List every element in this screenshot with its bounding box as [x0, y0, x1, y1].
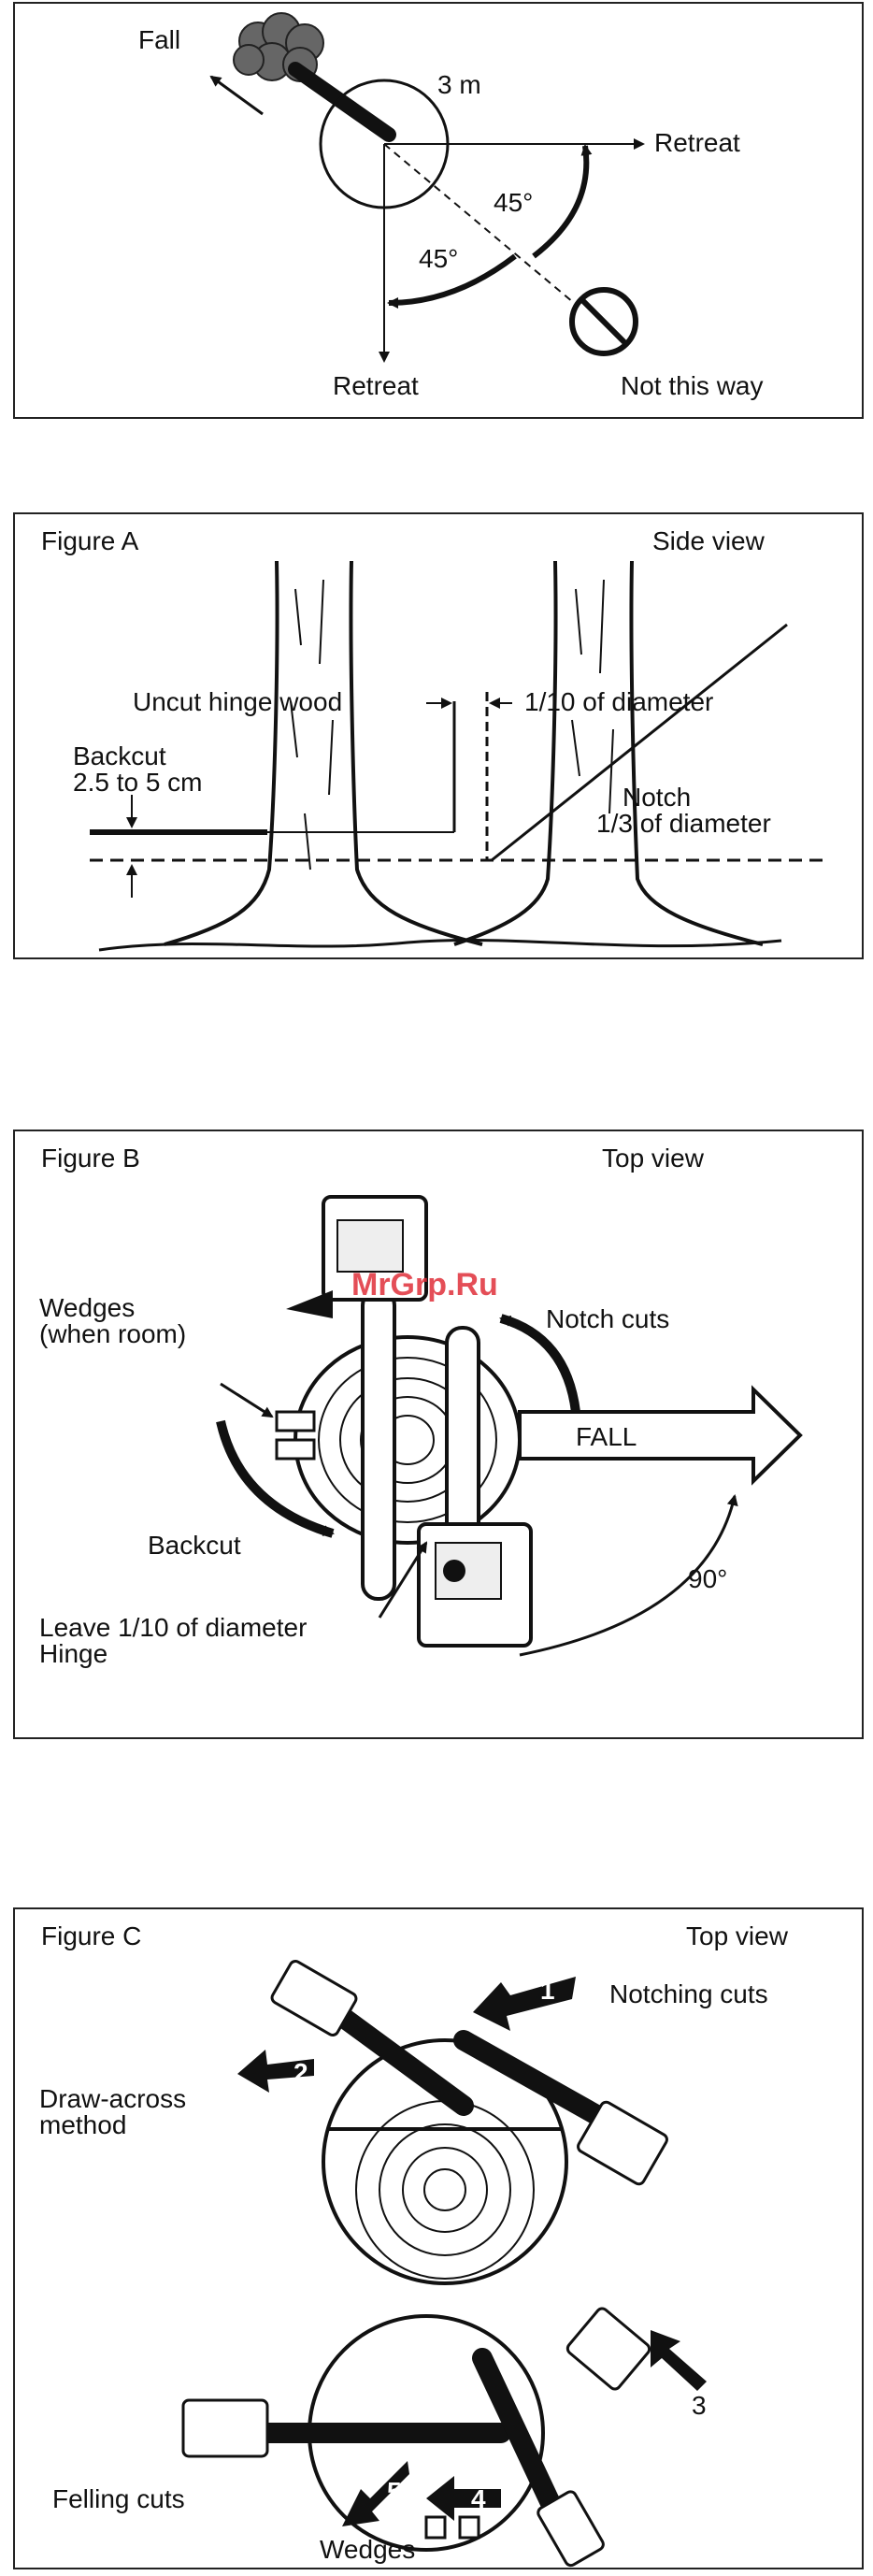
- felling-arrow-5: [342, 2461, 409, 2526]
- angle-lower-label: 45°: [419, 244, 458, 273]
- felling-arrow-4: [426, 2476, 501, 2521]
- wedge-icon-2: [458, 2515, 480, 2540]
- radius-label: 3 m: [437, 70, 481, 99]
- backcut-arc: [216, 1419, 335, 1538]
- fall-label: Fall: [138, 25, 180, 54]
- chainsaw-bar-vertical: [361, 1288, 396, 1601]
- notching-arrow-1: [473, 1977, 576, 2031]
- backcut-range-label: 2.5 to 5 cm: [73, 768, 203, 797]
- not-this-way-label: Not this way: [621, 371, 764, 400]
- fall-arrow: [209, 75, 264, 116]
- figure-a-drawing: Figure A Side view Uncut hinge wood: [41, 526, 828, 952]
- retreat-bottom-label: Retreat: [333, 371, 419, 400]
- cut-number-3: 3: [692, 2391, 707, 2420]
- method-label: method: [39, 2110, 126, 2139]
- felling-direction-diagram: Fall 3 m Retreat Retreat 45° 45° Not thi…: [13, 2, 864, 419]
- notch-cuts-label: Notch cuts: [546, 1304, 669, 1333]
- felling-bar-diagonal: [472, 2348, 567, 2527]
- hinge-wood-label: Uncut hinge wood: [133, 687, 342, 716]
- wedge-pointer: [220, 1382, 274, 1418]
- figure-c-view: Top view: [686, 1921, 789, 1950]
- draw-across-arrow-2: [237, 2050, 314, 2093]
- notch-diameter-label: 1/3 of diameter: [596, 809, 771, 838]
- figure-c-panel: Figure C Top view 1 2 3: [13, 1907, 864, 2569]
- hinge-pointer: [378, 1541, 428, 1619]
- figure-b-title: Figure B: [41, 1144, 140, 1173]
- angle-90-arc: [519, 1494, 738, 1657]
- figure-c-drawing: Figure C Top view 1 2 3: [39, 1921, 789, 2568]
- tree-trunk-left: [164, 560, 483, 946]
- chainsaw-icon-2: [577, 2100, 668, 2186]
- chainsaw-icon-1: [270, 1960, 358, 2036]
- figure-b-panel: Figure B Top view FALL: [13, 1130, 864, 1739]
- leave-diameter-label: Leave 1/10 of diameter: [39, 1613, 307, 1642]
- wedge-icon-2: [275, 1438, 316, 1461]
- figure-b-view: Top view: [602, 1144, 705, 1173]
- chainsaw-icon-5: [565, 2307, 651, 2391]
- notch-cuts-arc: [499, 1314, 580, 1413]
- wedge-icon-1: [424, 2515, 447, 2540]
- tenth-diameter-label: 1/10 of diameter: [524, 687, 713, 716]
- figure-a-panel: Figure A Side view Uncut hinge wood: [13, 512, 864, 959]
- ground-line: [98, 938, 782, 952]
- notch-label: Notch: [623, 783, 691, 812]
- hinge-label: Hinge: [39, 1639, 107, 1668]
- angle-arc-lower: [387, 253, 517, 309]
- notching-bar-right: [453, 2030, 623, 2135]
- wedge-icon-1: [275, 1410, 316, 1432]
- notching-cuts-label: Notching cuts: [609, 1979, 768, 2008]
- backcut-label: Backcut: [73, 741, 166, 770]
- cut-number-2: 2: [293, 2058, 308, 2087]
- cut-number-4: 4: [471, 2484, 486, 2513]
- chainsaw-icon-3: [181, 2398, 269, 2458]
- chainsaw-bar-vertical-2: [445, 1326, 480, 1554]
- draw-across-label: Draw-across: [39, 2084, 186, 2113]
- figure-b-drawing: Figure B Top view FALL: [39, 1144, 803, 1668]
- felling-direction-drawing: Fall 3 m Retreat Retreat 45° 45° Not thi…: [138, 12, 764, 400]
- notch-cut: [491, 623, 788, 862]
- wedges-label: Wedges: [39, 1293, 135, 1322]
- tree-trunk: [288, 62, 396, 142]
- figure-a-title: Figure A: [41, 526, 139, 555]
- fall-arrow: [518, 1385, 803, 1486]
- chainsaw-top-icon: [286, 1195, 428, 1318]
- cut-number-5: 5: [387, 2477, 402, 2506]
- cut-number-1: 1: [540, 1976, 555, 2005]
- stump-rings: [293, 1335, 522, 1545]
- angle-arc-upper: [532, 144, 593, 259]
- figure-c-title: Figure C: [41, 1921, 141, 1950]
- figure-a-view: Side view: [652, 526, 766, 555]
- dashed-axis: [383, 143, 586, 313]
- watermark-text: MrGrp.Ru: [351, 1267, 498, 1302]
- retreat-right-label: Retreat: [654, 128, 740, 157]
- fall-label: FALL: [576, 1422, 637, 1451]
- backcut-label: Backcut: [148, 1531, 241, 1560]
- wedges-label: Wedges: [320, 2535, 415, 2564]
- notching-bar-left: [313, 1993, 474, 2116]
- felling-arrow-3: [651, 2330, 707, 2391]
- angle-upper-label: 45°: [494, 188, 533, 217]
- chainsaw-bottom-icon: [417, 1522, 533, 1648]
- chainsaw-icon-4: [537, 2490, 605, 2568]
- angle-label: 90°: [688, 1564, 727, 1593]
- wedges-note-label: (when room): [39, 1319, 186, 1348]
- tree-trunk-right: [453, 560, 764, 946]
- felling-cuts-label: Felling cuts: [52, 2484, 185, 2513]
- prohibited-icon: [569, 287, 638, 356]
